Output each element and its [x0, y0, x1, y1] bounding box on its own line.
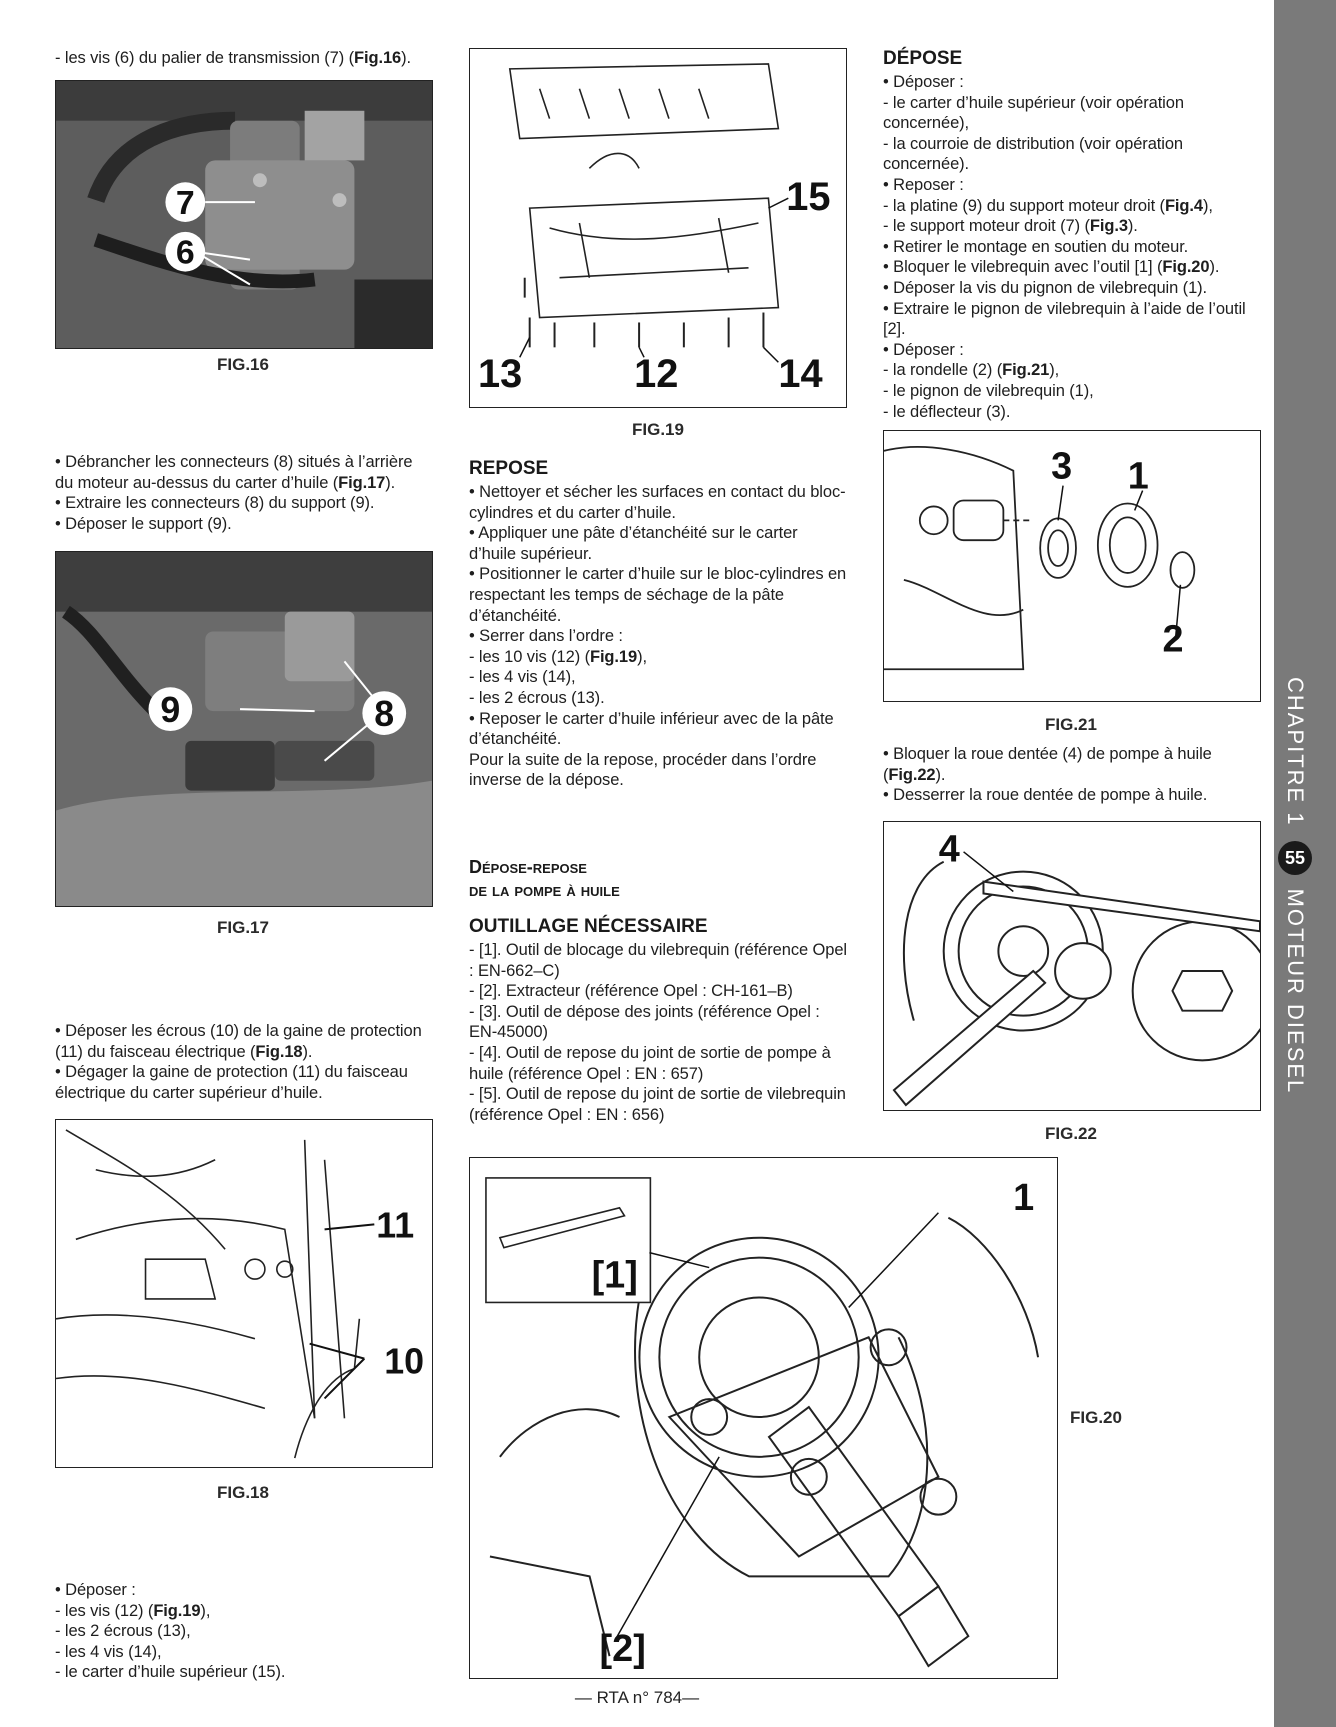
fig21-label-1: 1: [1128, 455, 1149, 497]
figure-21: 3 1 2: [883, 430, 1261, 702]
depose-title: DÉPOSE: [883, 48, 963, 69]
fig16-caption: FIG.16: [217, 355, 269, 374]
section-title-line1: Dépose-repose: [469, 857, 587, 877]
chapter-label: CHAPITRE 1: [1283, 677, 1308, 827]
figure-20: 1 [1] [2]: [469, 1157, 1058, 1679]
fig19-caption: FIG.19: [632, 420, 684, 439]
figure-16: 7 6: [55, 80, 433, 349]
figure-19: 15 13 12 14: [469, 48, 847, 408]
oil-pump-section: Dépose-repose de la pompe à huile OUTILL…: [469, 856, 849, 1125]
fig20-label-1: 1: [1013, 1177, 1034, 1219]
figure-22: 4: [883, 821, 1261, 1111]
fig21-caption: FIG.21: [1045, 715, 1097, 734]
left-para-2: • Débrancher les connecteurs (8) situés …: [55, 453, 413, 533]
fig22-label-4: 4: [939, 828, 960, 870]
page-footer: — RTA n° 784—: [574, 1688, 700, 1707]
section-title-line2: de la pompe à huile: [469, 880, 620, 900]
left-para-4: • Déposer : - les vis (12) (Fig.19), - l…: [55, 1581, 286, 1682]
fig20-caption: FIG.20: [1070, 1408, 1122, 1427]
fig21-label-3: 3: [1051, 445, 1072, 487]
repose-title: REPOSE: [469, 458, 549, 479]
fig18-caption: FIG.18: [217, 1483, 269, 1502]
fig22-caption: FIG.22: [1045, 1124, 1097, 1143]
fig19-label-15: 15: [786, 175, 830, 219]
repose-section: REPOSE • Nettoyer et sécher les surfaces…: [469, 458, 849, 791]
tools-list: - [1]. Outil de blocage du vilebrequin (…: [469, 941, 847, 1124]
page-number-badge: 55: [1278, 840, 1312, 875]
left-para-3: • Déposer les écrous (10) de la gaine de…: [55, 1022, 422, 1102]
repose-body: • Nettoyer et sécher les surfaces en con…: [469, 483, 847, 790]
fig20-label-tool2: [2]: [600, 1628, 646, 1670]
fig19-label-12: 12: [634, 352, 678, 396]
fig16-label-7: 7: [176, 184, 195, 222]
fig17-label-8: 8: [374, 694, 394, 734]
fig19-label-13: 13: [478, 352, 522, 396]
fig17-caption: FIG.17: [217, 918, 269, 937]
fig17-label-9: 9: [160, 690, 180, 730]
depose-section: DÉPOSE • Déposer : - le carter d’huile s…: [883, 48, 1263, 422]
fig20-label-tool1: [1]: [592, 1255, 638, 1297]
fig19-label-14: 14: [778, 352, 822, 396]
depose-body: • Déposer : - le carter d’huile supérieu…: [883, 73, 1246, 421]
right-para-2: • Bloquer la roue dentée (4) de pompe à …: [883, 745, 1212, 805]
chapter-title: MOTEUR DIESEL: [1283, 888, 1308, 1095]
fig21-label-2: 2: [1163, 617, 1184, 659]
left-para-1: - les vis (6) du palier de transmission …: [55, 49, 411, 67]
fig18-label-10: 10: [384, 1342, 424, 1382]
fig18-label-11: 11: [376, 1205, 414, 1245]
chapter-sidebar-text: CHAPITRE 1 55 MOTEUR DIESEL: [1278, 677, 1312, 1094]
figure-17: 9 8: [55, 551, 433, 907]
fig16-label-6: 6: [176, 234, 195, 272]
tools-title: OUTILLAGE NÉCESSAIRE: [469, 916, 708, 937]
figure-18: 11 10: [55, 1119, 433, 1468]
